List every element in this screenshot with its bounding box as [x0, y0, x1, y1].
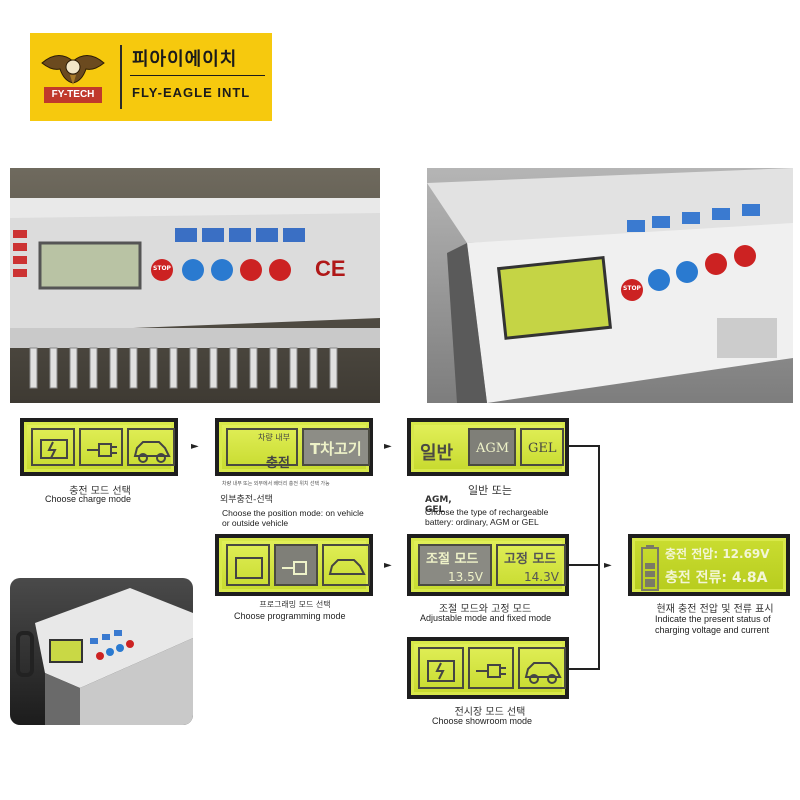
status-caption-en-1: Indicate the present status of	[655, 614, 771, 624]
position-mode-screen: 차량 내부 충전 T차고기	[215, 418, 373, 476]
plug-icon	[274, 544, 318, 586]
charger-device-photo	[10, 578, 193, 725]
battery-type-caption-kr: 일반 또는	[468, 484, 512, 497]
battery-level-icon	[641, 545, 659, 591]
status-caption-en-2: charging voltage and current	[655, 625, 770, 635]
battery-type-caption-en-2: battery: ordinary, AGM or GEL	[425, 517, 539, 527]
car-icon	[322, 544, 370, 586]
logo-rule	[130, 75, 265, 76]
lcd-panel: 일반 AGM GEL	[414, 425, 564, 469]
battery-icon	[226, 544, 270, 586]
programming-mode-caption-kr: 프로그래밍 모드 선택	[259, 600, 331, 609]
arrow-right-icon: ►	[384, 441, 392, 452]
battery-type-gel-tile: GEL	[520, 428, 564, 466]
adjustable-mode-caption-kr: 조절 모드와 고정 모드	[438, 604, 532, 615]
inside-vehicle-tile: 차량 내부 충전	[226, 428, 298, 471]
position-mode-caption-en-2: or outside vehicle	[222, 518, 289, 528]
showroom-mode-caption-kr: 전시장 모드 선택	[454, 707, 526, 718]
lcd-panel: 충전 전압: 12.69V 충전 전류: 4.8A	[635, 541, 783, 591]
battery-type-agm: AGM	[476, 441, 510, 456]
battery-type-agm-tile: AGM	[468, 428, 516, 466]
position-mode-small-caption: 차량 내부 또는 외부에서 배터리 충전 위치 선택 가능	[222, 481, 330, 487]
charging-voltage-readout: 충전 전압: 12.69V	[665, 547, 770, 561]
battery-type-screen: 일반 AGM GEL	[407, 418, 569, 476]
outside-vehicle-tile: T차고기	[302, 428, 370, 466]
arrow-right-icon: ►	[604, 560, 612, 571]
fixed-mode-label: 고정 모드	[504, 552, 557, 567]
badge-text: FY-TECH	[51, 89, 95, 100]
outside-tile-label: T차고기	[310, 440, 362, 458]
ce-mark: CE	[315, 256, 346, 281]
programming-mode-screen	[215, 534, 373, 596]
plug-icon	[79, 428, 123, 466]
connector-line	[598, 445, 600, 670]
charging-current-readout: 충전 전류: 4.8A	[665, 570, 768, 586]
car-icon	[127, 428, 175, 466]
arrow-right-icon: ►	[384, 560, 392, 571]
battery-icon	[31, 428, 75, 466]
lcd-panel	[27, 425, 175, 469]
fixed-mode-value: 14.3V	[524, 570, 559, 584]
charge-mode-caption-kr: 충전 모드 선택	[69, 486, 131, 497]
connector-line	[569, 564, 599, 566]
charging-status-screen: 충전 전압: 12.69V 충전 전류: 4.8A	[628, 534, 790, 596]
battery-type-caption-en-1: Choose the type of rechargeable	[425, 507, 549, 517]
fixed-mode-tile: 고정 모드 14.3V	[496, 544, 566, 586]
position-mode-caption-en-1: Choose the position mode: on vehicle	[222, 508, 364, 518]
programming-mode-caption-en: Choose programming mode	[234, 611, 346, 621]
adjustable-mode-value: 13.5V	[448, 570, 483, 584]
plug-icon	[468, 647, 514, 689]
charger-front-photo: STOP CE	[10, 168, 380, 403]
lcd-panel: 차량 내부 충전 T차고기	[222, 425, 370, 471]
lcd-panel	[414, 644, 566, 692]
inside-tile-top: 차량 내부	[258, 433, 290, 442]
connector-line	[569, 668, 599, 670]
brand-logo: FY-TECH 피아이에이치 FLY-EAGLE INTL	[30, 33, 272, 121]
status-caption-kr: 현재 충전 전압 및 전류 표시	[656, 604, 774, 615]
showroom-mode-caption-en: Choose showroom mode	[432, 716, 533, 726]
battery-type-ordinary: 일반	[420, 443, 454, 464]
car-icon	[518, 647, 566, 689]
battery-type-caption-kr2: AGM, GEL	[425, 495, 452, 515]
position-mode-caption-kr: 외부충전-선택	[220, 495, 273, 505]
battery-type-gel: GEL	[528, 441, 557, 456]
charger-angled-photo: STOP	[427, 168, 793, 403]
lcd-panel	[222, 541, 370, 589]
stop-button: STOP	[623, 285, 641, 292]
battery-icon	[418, 647, 464, 689]
stop-button: STOP	[153, 265, 171, 272]
adjustable-mode-tile: 조절 모드 13.5V	[418, 544, 492, 586]
adjustable-mode-label: 조절 모드	[426, 552, 479, 567]
connector-line	[569, 445, 599, 447]
charge-mode-caption-en: Choose charge mode	[45, 494, 132, 504]
lcd-panel: 조절 모드 13.5V 고정 모드 14.3V	[414, 541, 566, 589]
showroom-mode-screen	[407, 637, 569, 699]
eagle-badge-icon: FY-TECH	[38, 41, 108, 113]
brand-english-name: FLY-EAGLE INTL	[132, 85, 251, 100]
brand-korean-name: 피아이에이치	[132, 49, 238, 70]
arrow-right-icon: ►	[191, 441, 199, 452]
charge-mode-screen	[20, 418, 178, 476]
inside-tile-label: 충전	[266, 456, 290, 471]
logo-divider	[120, 45, 122, 109]
adjustable-mode-screen: 조절 모드 13.5V 고정 모드 14.3V	[407, 534, 569, 596]
adjustable-mode-caption-en: Adjustable mode and fixed mode	[420, 613, 552, 623]
